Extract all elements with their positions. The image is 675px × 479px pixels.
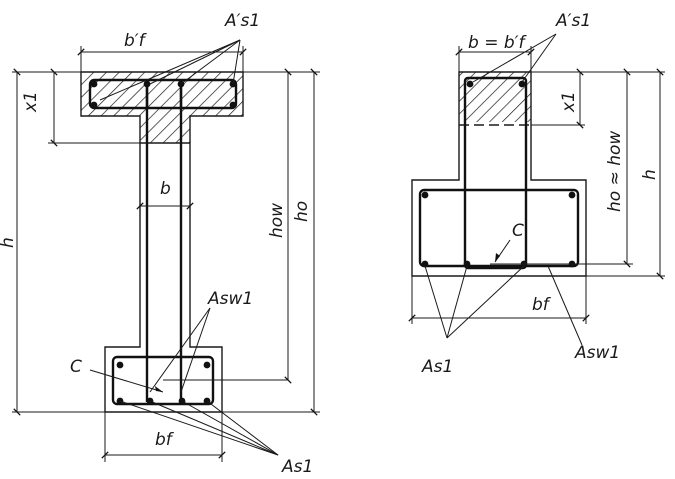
label-c: C — [70, 357, 82, 377]
top-bar-right — [466, 80, 474, 88]
label-c-right: C — [512, 221, 524, 241]
bottom-bar — [116, 361, 124, 369]
bottom-bar-right — [421, 260, 429, 268]
top-stirrup-cage — [88, 78, 238, 110]
leader-as1-prime-right — [521, 33, 557, 83]
leader-asw1 — [149, 307, 211, 393]
leader-as1 — [181, 400, 279, 456]
label-x1-right: x1 — [559, 91, 579, 113]
leader-as1 — [149, 400, 279, 456]
leader-as1 — [119, 400, 279, 456]
label-b: b — [160, 179, 171, 199]
leader-asw1 — [180, 307, 211, 393]
label-as1-prime-right: A′s1 — [555, 11, 591, 31]
label-asw1: Asw1 — [207, 289, 253, 309]
leader-as1 — [206, 400, 279, 456]
label-bf: bf — [155, 430, 175, 450]
leader-as1-prime — [149, 39, 241, 85]
label-x1: x1 — [21, 91, 41, 113]
top-bar — [90, 80, 98, 88]
bottom-bar-right — [463, 260, 471, 268]
leader-as1-right — [446, 265, 468, 339]
leader-as1-right — [446, 265, 525, 339]
top-bar — [90, 101, 98, 109]
web-cage-right — [463, 76, 528, 270]
centroid-arrow — [155, 386, 163, 392]
leader-as1-prime — [180, 39, 241, 85]
compressed-zone-hatch-web-right — [459, 72, 531, 122]
flange-bar-right — [421, 191, 429, 199]
label-ho: ho — [292, 201, 312, 222]
leader-as1-right — [424, 265, 448, 339]
leader-as1-prime — [232, 39, 241, 85]
label-as1-prime: A′s1 — [224, 11, 260, 31]
label-bf-right: bf — [532, 295, 552, 315]
label-ho-approx-how: ho ≈ how — [605, 131, 625, 212]
label-how: how — [267, 203, 287, 238]
label-bf-prime: b′f — [124, 31, 148, 51]
label-h: h — [0, 237, 18, 248]
label-as1: As1 — [281, 457, 313, 477]
leader-as1-prime-right — [472, 33, 557, 83]
flange-bar-right — [568, 191, 576, 199]
flange-cage-right — [418, 188, 580, 268]
top-bar — [229, 101, 237, 109]
centroid-arrow-right — [495, 253, 500, 262]
label-asw1-right: Asw1 — [574, 343, 620, 363]
leader-as1-prime — [99, 39, 241, 101]
label-b-eq-bf-prime: b = b′f — [468, 33, 527, 53]
bottom-bar — [203, 361, 211, 369]
label-h-right: h — [640, 169, 660, 180]
top-bar-right — [518, 80, 526, 88]
centroid-leader — [89, 369, 164, 393]
label-as1-right: As1 — [421, 357, 453, 377]
t-section — [408, 33, 665, 346]
leader-asw1-right — [547, 265, 583, 346]
i-section — [12, 39, 320, 462]
